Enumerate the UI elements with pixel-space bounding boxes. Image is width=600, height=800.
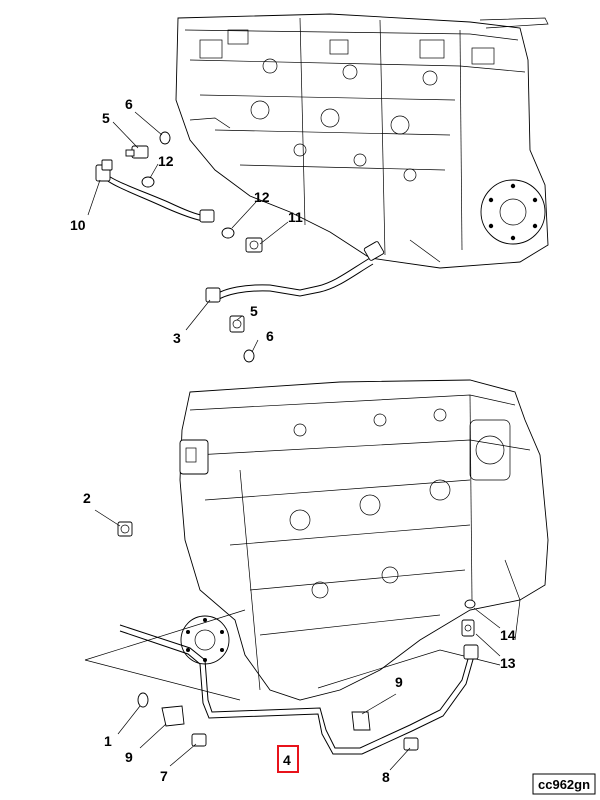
- lower-washer-1: [137, 692, 149, 708]
- callout-7: 7: [160, 768, 168, 784]
- upper-washer-6a: [159, 131, 171, 145]
- callout-11: 11: [288, 209, 303, 225]
- callout-5-upper-left: 5: [102, 110, 110, 126]
- upper-callouts: 5 6 12 10 12 11 5 3 6: [70, 96, 303, 346]
- lower-fitting-2: [117, 521, 133, 537]
- reference-code: cc962gn: [538, 777, 590, 792]
- lower-callouts: 2 14 13 1 9 9 7 8 4: [83, 490, 516, 785]
- lower-plug-14: [464, 599, 476, 609]
- callout-14: 14: [500, 627, 516, 643]
- upper-engine-block: [175, 13, 549, 269]
- lower-bracket-9b: [351, 711, 371, 731]
- lower-oil-pipe-4: [119, 624, 479, 755]
- callout-2: 2: [83, 490, 91, 506]
- upper-banjo-bolt-5a: [125, 145, 149, 159]
- lower-bolt-8: [403, 737, 419, 751]
- callout-12-upper-left: 12: [158, 153, 174, 169]
- upper-banjo-bolt-5b: [229, 315, 245, 333]
- callout-9-lower-right: 9: [395, 674, 403, 690]
- upper-pipe-right: [205, 241, 385, 303]
- lower-leader-lines: [94, 509, 501, 771]
- upper-washer-12a: [141, 176, 155, 188]
- callout-1: 1: [104, 733, 112, 749]
- lower-engine-block: [84, 379, 549, 701]
- upper-bolt-11: [245, 237, 263, 253]
- callout-3: 3: [173, 330, 181, 346]
- lower-adapter-13: [461, 619, 475, 637]
- upper-pipe-left: [95, 159, 215, 223]
- callout-8: 8: [382, 769, 390, 785]
- upper-leader-lines: [87, 111, 289, 353]
- reference-code-label: cc962gn: [532, 773, 596, 795]
- callout-6-upper-right: 6: [266, 328, 274, 344]
- callout-4-highlighted: 4: [283, 752, 291, 768]
- callout-6-upper-left: 6: [125, 96, 133, 112]
- callout-12-upper-right: 12: [254, 189, 270, 205]
- callout-5-upper-right: 5: [250, 303, 258, 319]
- lower-bolt-7: [191, 733, 207, 747]
- upper-washer-12b: [221, 227, 235, 239]
- callout-9-lower-left: 9: [125, 749, 133, 765]
- callout-13: 13: [500, 655, 516, 671]
- callout-10: 10: [70, 217, 86, 233]
- lower-bracket-9a: [161, 705, 185, 727]
- highlight-box-part-4: [277, 745, 299, 773]
- upper-washer-6b: [243, 349, 255, 363]
